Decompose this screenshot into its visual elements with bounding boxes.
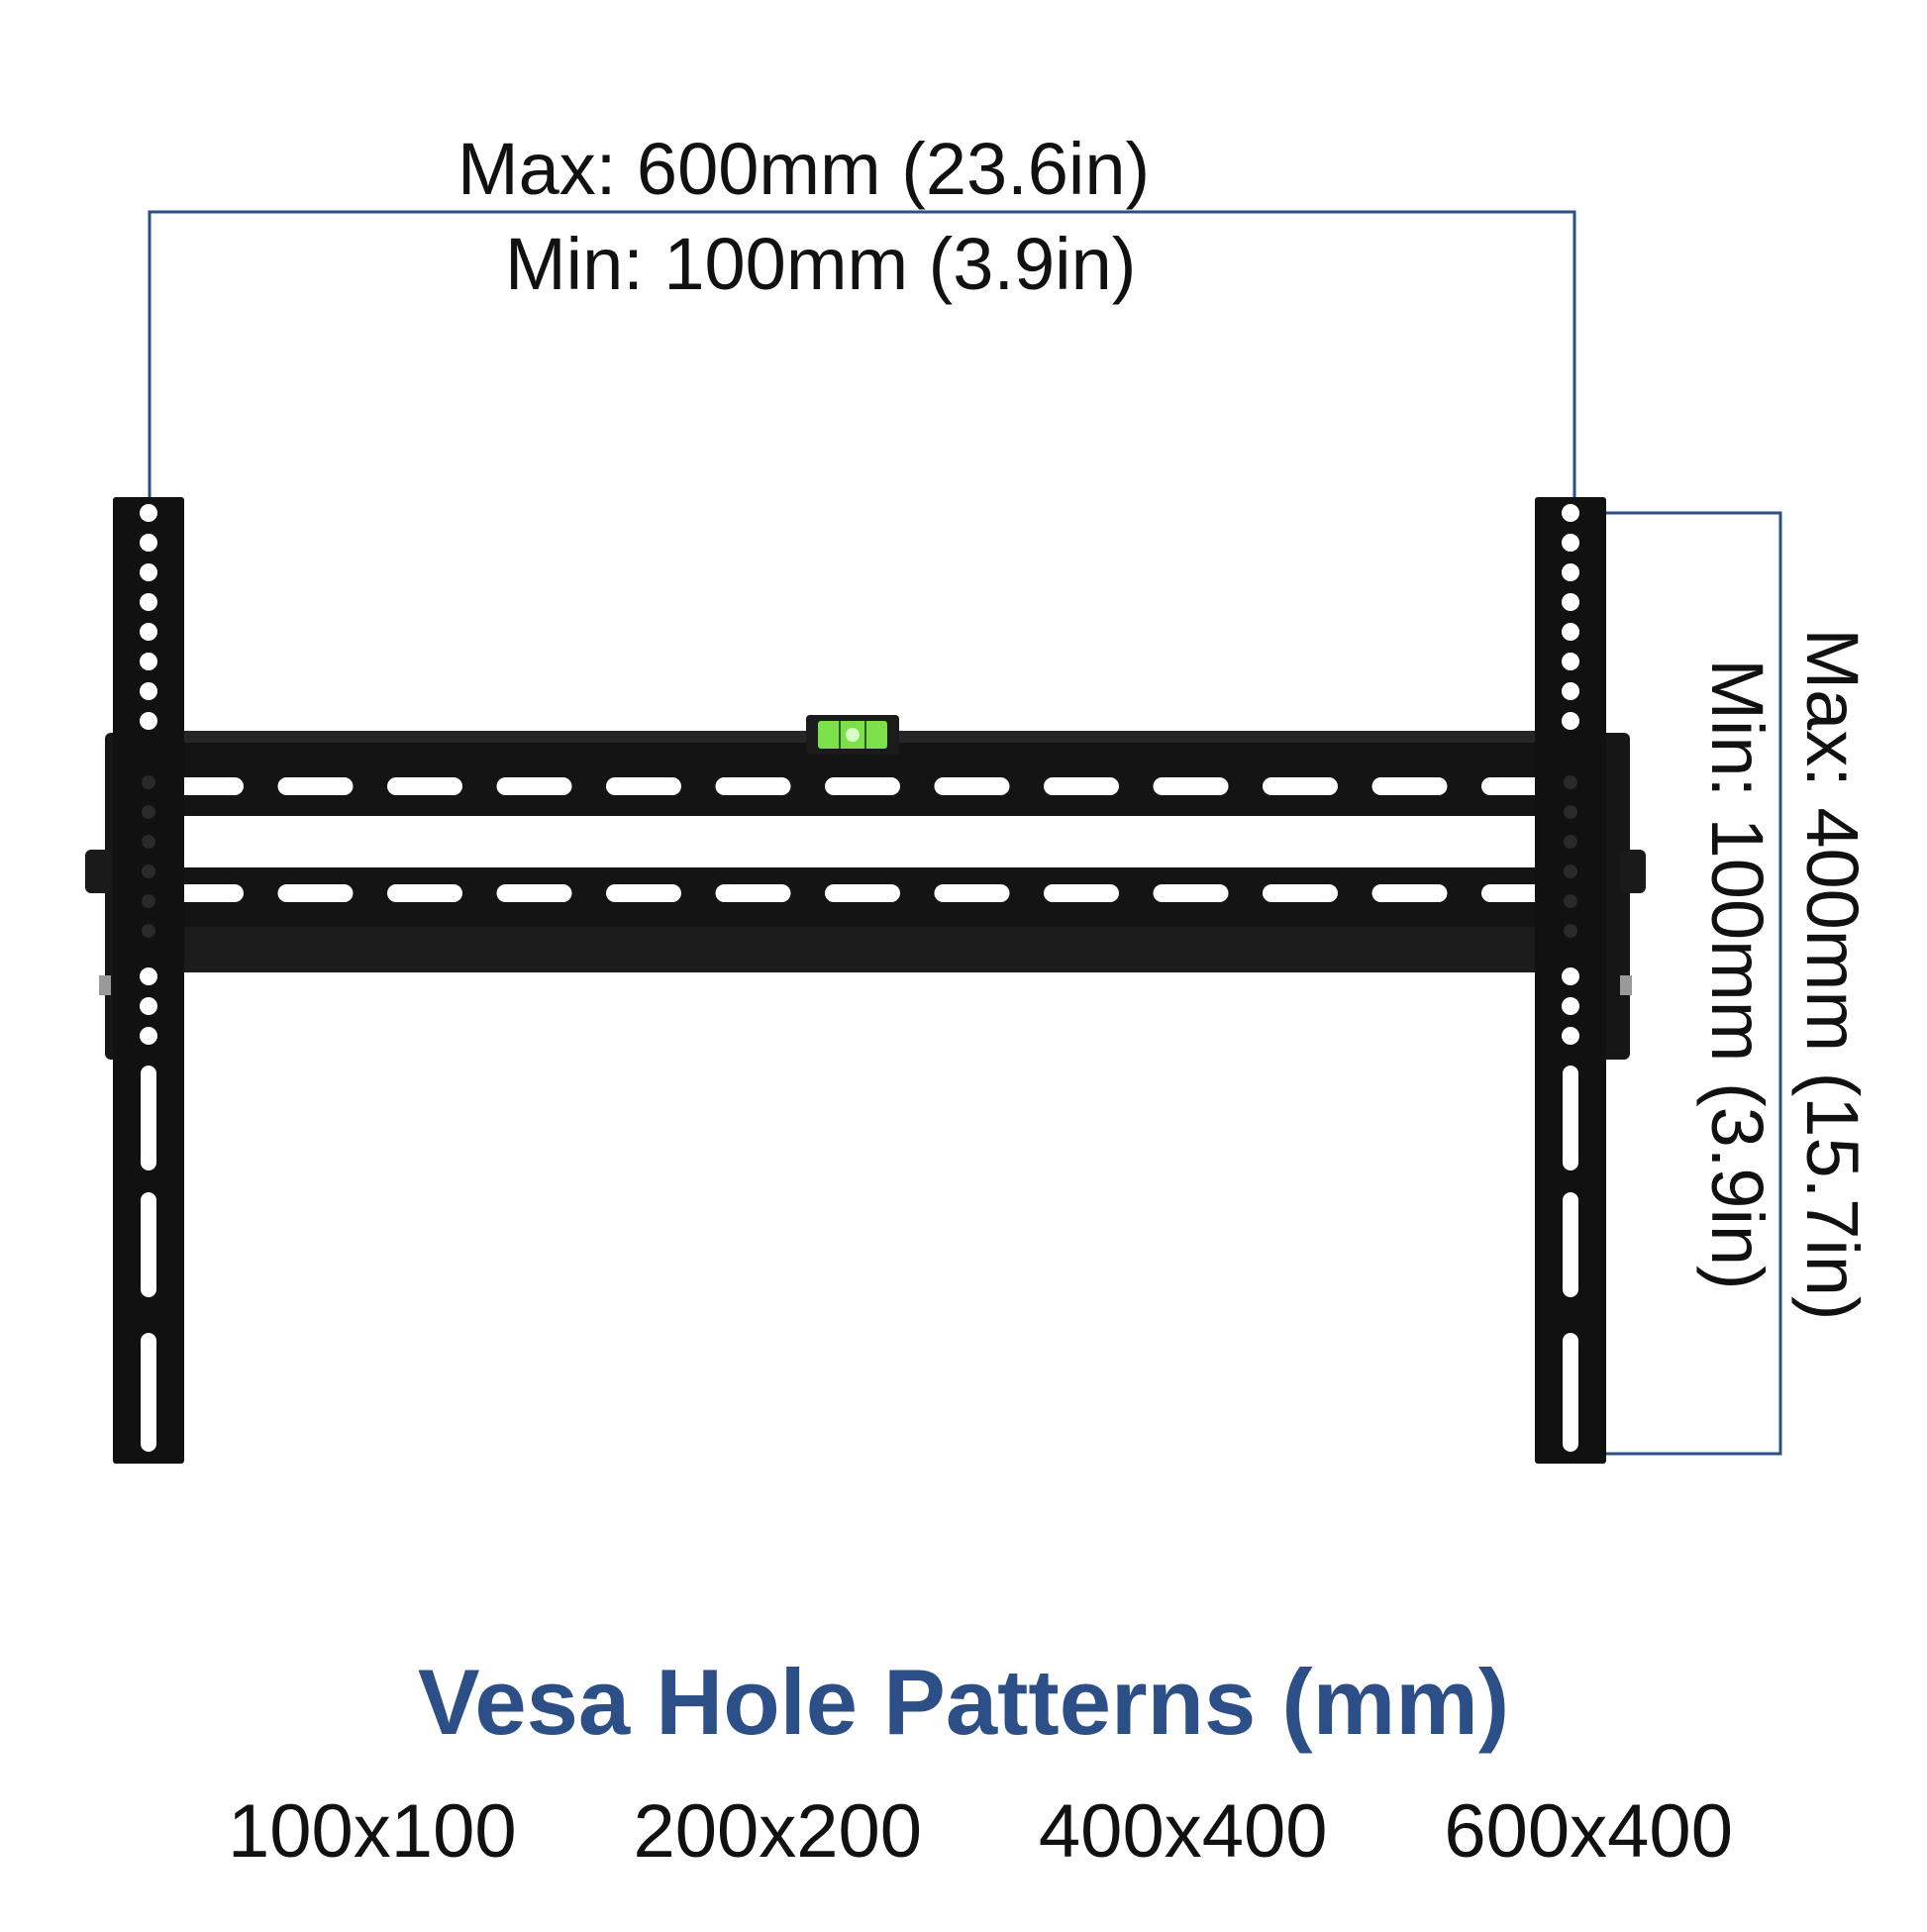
arm-slot xyxy=(1563,1192,1578,1297)
arm-hole xyxy=(1562,593,1579,611)
right-vertical-arm xyxy=(1535,497,1606,1464)
rail-slot xyxy=(277,777,354,795)
arm-hole xyxy=(140,712,157,730)
rail-slot xyxy=(1044,884,1119,902)
rail-slot xyxy=(1044,777,1119,795)
arm-hole xyxy=(1562,534,1579,552)
rail-slot xyxy=(496,777,572,795)
rail-slot xyxy=(1263,884,1338,902)
rail-slot xyxy=(387,777,462,795)
rail-slot xyxy=(1263,777,1338,795)
left-arm-holes xyxy=(140,504,157,1452)
width-min-label: Min: 100mm (3.9in) xyxy=(505,223,1137,305)
arm-hole xyxy=(1562,563,1579,581)
arm-hole xyxy=(140,1027,157,1045)
arm-hole-hidden xyxy=(1564,775,1577,789)
rail-slot xyxy=(825,777,900,795)
arm-hole xyxy=(140,967,157,985)
rail-slot xyxy=(496,884,572,902)
bubble-level xyxy=(806,715,899,755)
rail-slot xyxy=(715,884,791,902)
rail-slot xyxy=(825,884,900,902)
vesa-patterns-list: 100x100 200x200 400x400 600x400 xyxy=(228,1794,1733,1870)
rail-slot xyxy=(606,777,681,795)
width-max-label: Max: 600mm (23.6in) xyxy=(457,128,1151,210)
arm-hole xyxy=(1562,712,1579,730)
bottom-rail xyxy=(149,867,1590,972)
arm-hole-hidden xyxy=(1564,864,1577,878)
top-rail-slots xyxy=(168,777,1557,795)
vesa-pattern-item: 200x200 xyxy=(633,1789,923,1874)
vesa-pattern-item: 100x100 xyxy=(228,1789,517,1874)
arm-hole-hidden xyxy=(1564,805,1577,819)
arm-hole xyxy=(140,623,157,641)
arm-slot xyxy=(141,1333,156,1452)
right-arm-holes xyxy=(1562,504,1579,1452)
rail-slot xyxy=(1371,884,1448,902)
rail-slot xyxy=(715,777,791,795)
vesa-pattern-item: 400x400 xyxy=(1038,1789,1328,1874)
arm-hole-hidden xyxy=(142,864,155,878)
arm-slot xyxy=(141,1066,156,1170)
rail-slot xyxy=(934,777,1010,795)
arm-hole-hidden xyxy=(142,894,155,908)
arm-hole xyxy=(1562,623,1579,641)
rail-slot xyxy=(1153,777,1229,795)
arm-hole xyxy=(1562,682,1579,700)
rail-slot xyxy=(1153,884,1229,902)
arm-hole-hidden xyxy=(1564,924,1577,938)
arm-hole-hidden xyxy=(142,805,155,819)
arm-hole-hidden xyxy=(1564,835,1577,849)
vesa-patterns-title: Vesa Hole Patterns (mm) xyxy=(417,1650,1510,1754)
width-dimension-line xyxy=(148,210,1576,525)
arm-hole xyxy=(1562,1027,1579,1045)
arm-hole-hidden xyxy=(142,924,155,938)
rail-slot xyxy=(606,884,681,902)
left-vertical-arm xyxy=(113,497,184,1464)
height-min-label: Min: 100mm (3.9in) xyxy=(1696,659,1778,1290)
bottom-rail-slots xyxy=(168,884,1557,902)
height-dimension-line xyxy=(1576,511,1782,1456)
rail-slot xyxy=(934,884,1010,902)
rail-slot xyxy=(168,777,244,795)
rail-slot xyxy=(277,884,354,902)
arm-hole xyxy=(1562,653,1579,670)
arm-hole xyxy=(1562,997,1579,1015)
arm-hole xyxy=(140,593,157,611)
arm-hole-hidden xyxy=(1564,894,1577,908)
arm-hole xyxy=(140,534,157,552)
arm-hole xyxy=(1562,504,1579,522)
arm-hole-hidden xyxy=(142,775,155,789)
arm-hole xyxy=(140,504,157,522)
vesa-pattern-item: 600x400 xyxy=(1444,1789,1733,1874)
arm-hole xyxy=(140,682,157,700)
arm-slot xyxy=(1563,1066,1578,1170)
rail-slot xyxy=(387,884,462,902)
rail-slot xyxy=(1371,777,1448,795)
arm-hole-hidden xyxy=(142,835,155,849)
rail-slot xyxy=(168,884,244,902)
height-max-label: Max: 400mm (15.7in) xyxy=(1791,628,1874,1321)
arm-slot xyxy=(141,1192,156,1297)
arm-hole xyxy=(1562,967,1579,985)
arm-hole xyxy=(140,563,157,581)
arm-hole xyxy=(140,997,157,1015)
arm-slot xyxy=(1563,1333,1578,1452)
arm-hole xyxy=(140,653,157,670)
